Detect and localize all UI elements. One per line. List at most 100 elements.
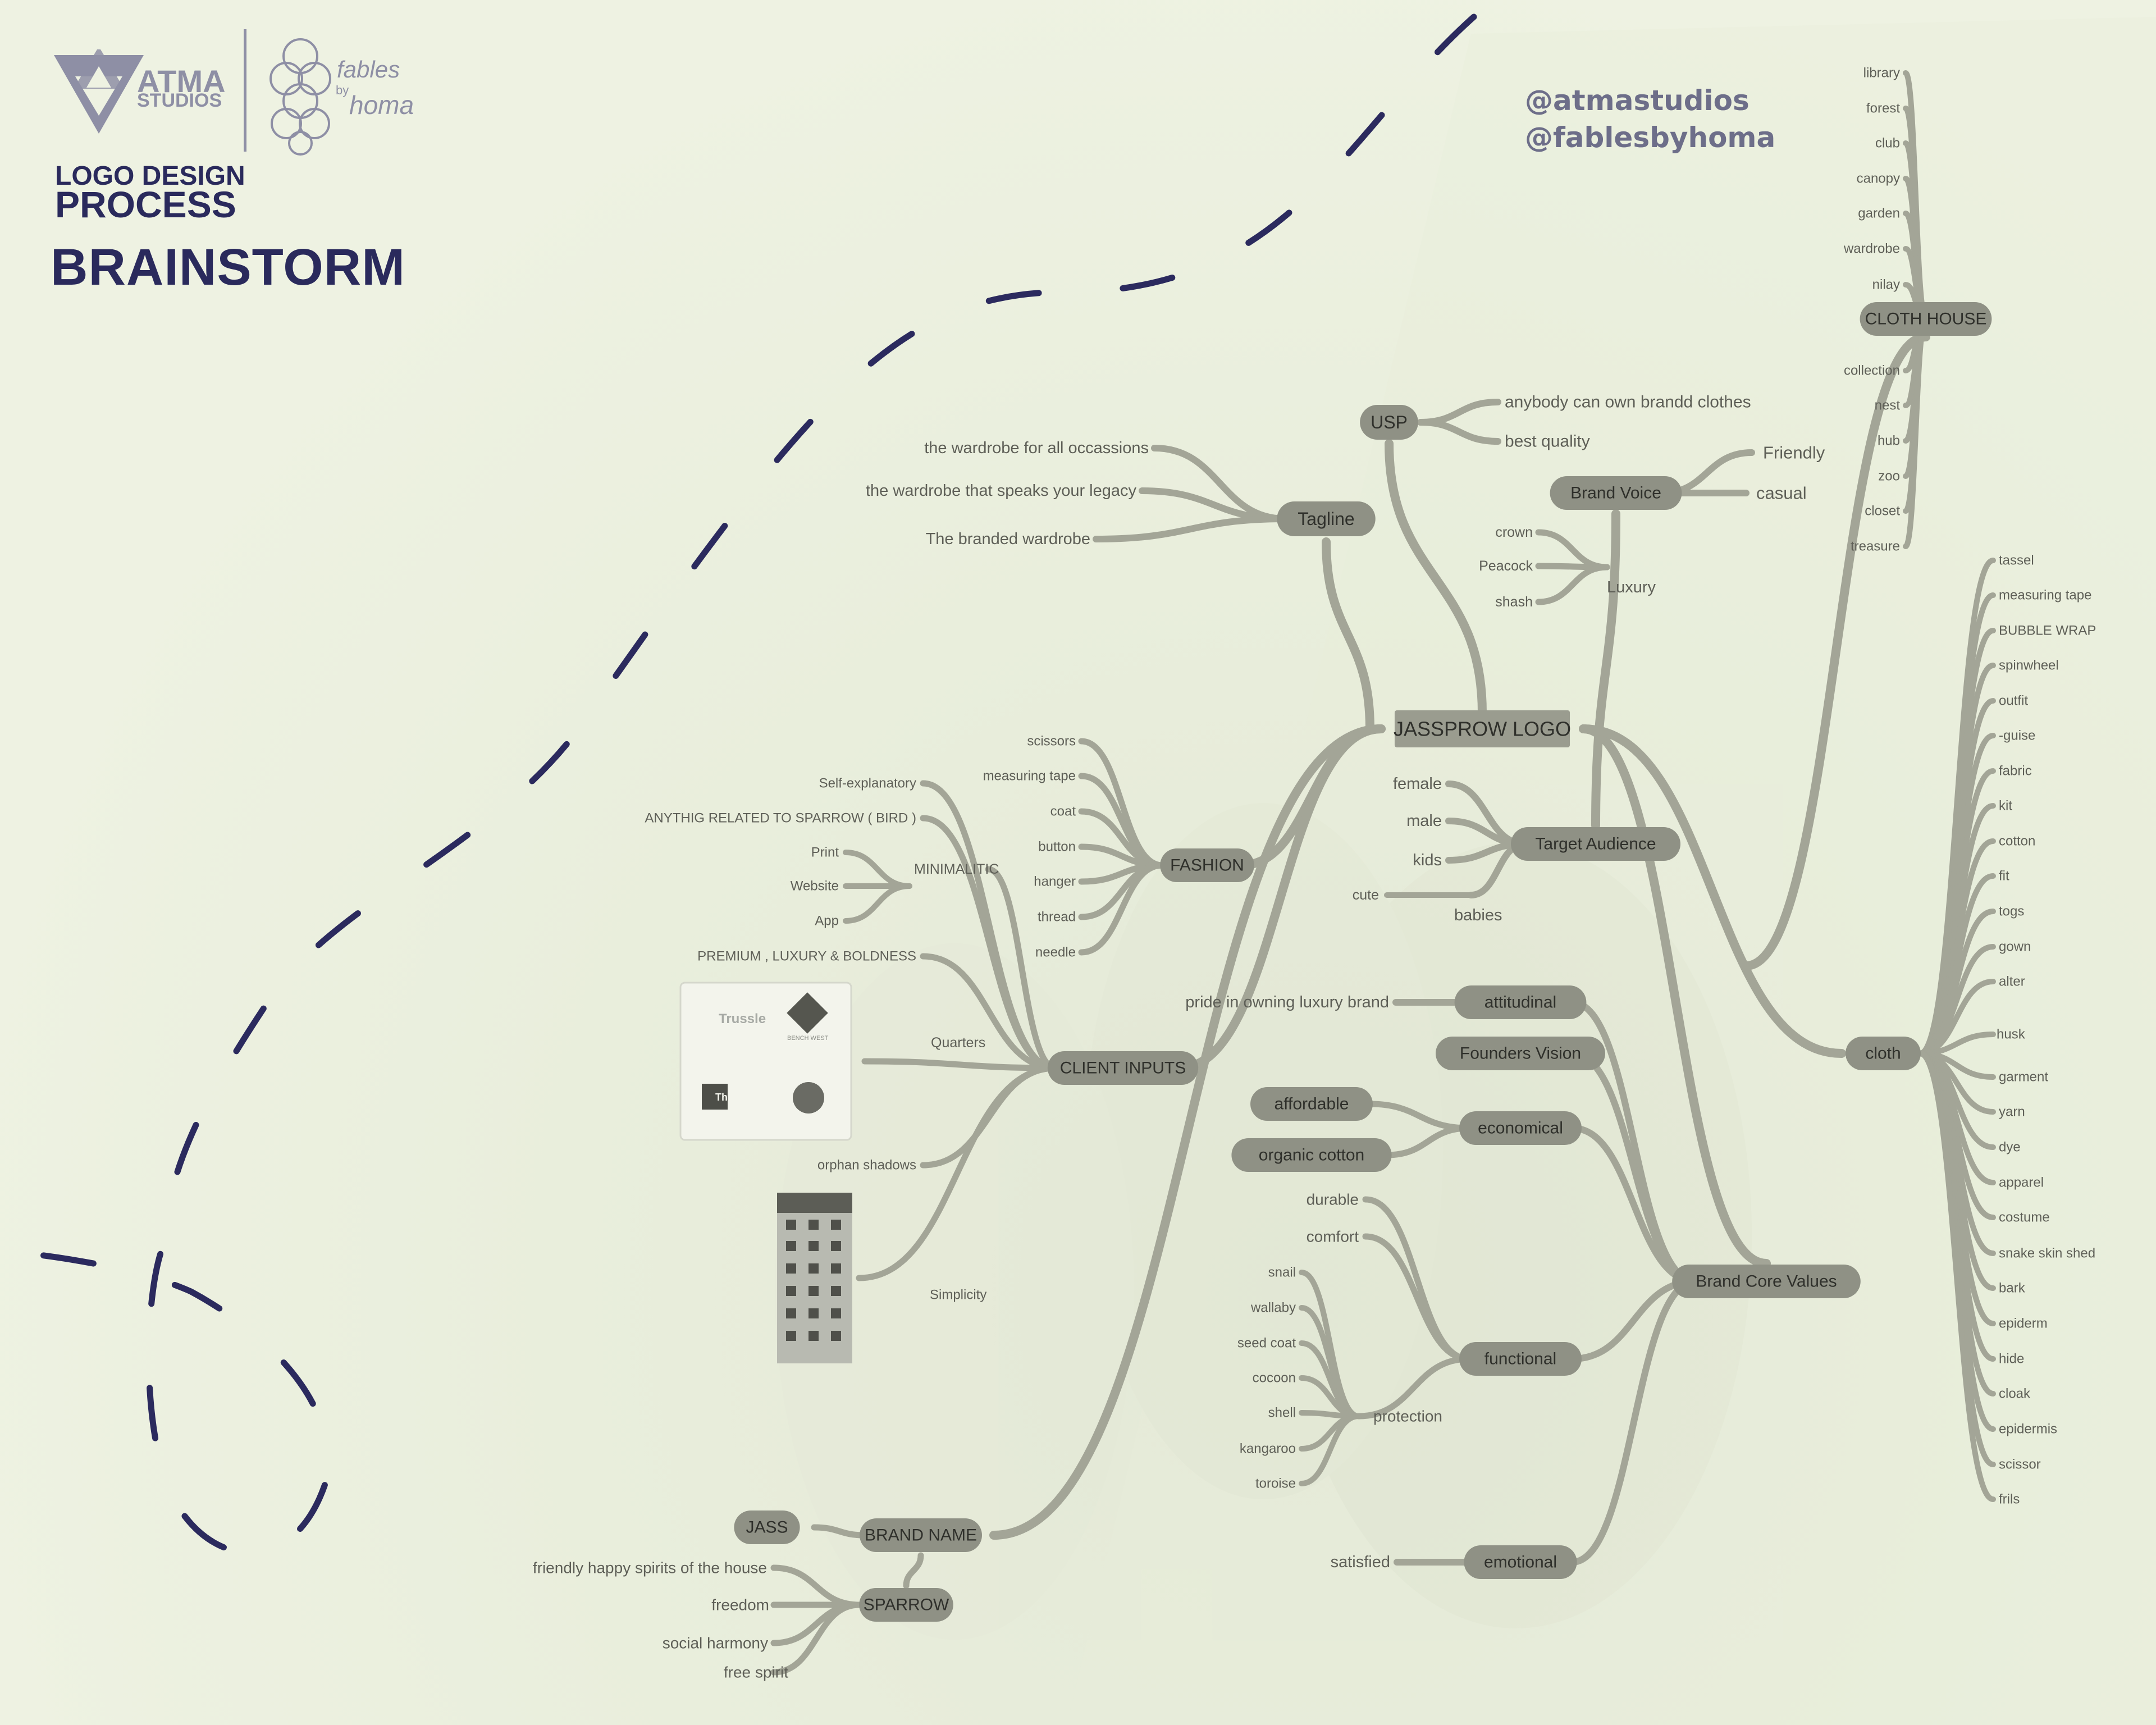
node-usp[interactable]: USP — [1360, 405, 1418, 440]
node-p4[interactable]: cocoon — [1253, 1371, 1296, 1386]
node-founders[interactable]: Founders Vision — [1436, 1037, 1605, 1070]
node-voice2[interactable]: casual — [1756, 483, 1807, 503]
node-voice[interactable]: Brand Voice — [1550, 476, 1682, 510]
handle-atmastudios[interactable]: @atmastudios — [1525, 84, 1750, 117]
node-h5[interactable]: garden — [1858, 206, 1900, 221]
node-tag1[interactable]: the wardrobe for all occassions — [924, 439, 1149, 457]
node-c6[interactable]: orphan shadows — [817, 1158, 916, 1173]
node-usp2[interactable]: best quality — [1505, 432, 1590, 451]
node-w8[interactable]: kit — [1999, 798, 2012, 814]
node-h6[interactable]: wardrobe — [1843, 241, 1900, 257]
node-w6[interactable]: -guise — [1999, 728, 2035, 743]
node-c1[interactable]: Self-explanatory — [819, 776, 916, 791]
node-sp4[interactable]: free spirit — [724, 1664, 788, 1681]
node-tagline[interactable]: Tagline — [1277, 501, 1376, 536]
node-w23[interactable]: hide — [1999, 1352, 2024, 1367]
node-c3c[interactable]: App — [815, 914, 839, 929]
node-h7[interactable]: nilay — [1872, 277, 1900, 293]
node-w13[interactable]: alter — [1999, 974, 2025, 989]
node-aud1[interactable]: female — [1393, 775, 1442, 793]
node-w2[interactable]: measuring tape — [1999, 588, 2091, 603]
node-w15[interactable]: garment — [1999, 1070, 2048, 1085]
node-h2[interactable]: forest — [1866, 101, 1900, 116]
node-values[interactable]: Brand Core Values — [1672, 1265, 1861, 1298]
node-fashion[interactable]: FASHION — [1160, 848, 1254, 882]
node-fn2[interactable]: comfort — [1307, 1228, 1359, 1245]
node-p5[interactable]: shell — [1268, 1405, 1296, 1421]
node-w25[interactable]: epidermis — [1999, 1422, 2057, 1437]
node-h4[interactable]: canopy — [1857, 171, 1900, 186]
node-f6[interactable]: thread — [1038, 910, 1076, 925]
node-c3b[interactable]: Website — [791, 879, 839, 894]
node-eco1[interactable]: affordable — [1250, 1087, 1373, 1121]
node-c2[interactable]: ANYTHIG RELATED TO SPARROW ( BIRD ) — [645, 811, 916, 826]
node-w1[interactable]: tassel — [1999, 553, 2034, 568]
node-f3[interactable]: coat — [1050, 804, 1076, 819]
node-h10[interactable]: hub — [1878, 433, 1900, 449]
node-p1[interactable]: snail — [1268, 1265, 1296, 1280]
node-w7[interactable]: fabric — [1999, 764, 2032, 779]
node-w18[interactable]: apparel — [1999, 1175, 2044, 1190]
node-w11[interactable]: togs — [1999, 904, 2024, 919]
node-h11[interactable]: zoo — [1878, 469, 1900, 484]
node-func[interactable]: functional — [1459, 1342, 1582, 1376]
node-aud3[interactable]: kids — [1413, 851, 1442, 869]
node-w26[interactable]: scissor — [1999, 1457, 2041, 1472]
node-w24[interactable]: cloak — [1999, 1386, 2031, 1402]
node-w14[interactable]: husk — [1997, 1027, 2026, 1042]
node-w19[interactable]: costume — [1999, 1210, 2050, 1225]
node-w4[interactable]: spinwheel — [1999, 658, 2059, 673]
node-sp3[interactable]: social harmony — [663, 1635, 768, 1652]
node-f2[interactable]: measuring tape — [983, 769, 1076, 784]
node-emo[interactable]: emotional — [1464, 1545, 1577, 1579]
node-eco[interactable]: economical — [1459, 1111, 1582, 1145]
node-f4[interactable]: button — [1038, 839, 1076, 855]
node-w3[interactable]: BUBBLE WRAP — [1999, 623, 2096, 638]
node-h12[interactable]: closet — [1865, 504, 1900, 519]
node-eco2[interactable]: organic cotton — [1231, 1138, 1392, 1172]
node-jass[interactable]: JASS — [734, 1510, 800, 1544]
node-f1[interactable]: scissors — [1027, 734, 1076, 749]
node-house[interactable]: CLOTH HOUSE — [1860, 302, 1992, 336]
node-usp1[interactable]: anybody can own brandd clothes — [1505, 393, 1751, 412]
node-p7[interactable]: toroise — [1255, 1476, 1296, 1491]
node-w22[interactable]: epiderm — [1999, 1316, 2048, 1331]
node-h1[interactable]: library — [1863, 66, 1900, 81]
node-w16[interactable]: yarn — [1999, 1105, 2025, 1120]
node-w21[interactable]: bark — [1999, 1281, 2026, 1296]
node-p3[interactable]: seed coat — [1237, 1336, 1296, 1351]
node-w9[interactable]: cotton — [1999, 834, 2035, 849]
node-aud5[interactable]: cute — [1353, 887, 1379, 903]
node-w27[interactable]: frils — [1999, 1492, 2020, 1507]
node-h3[interactable]: club — [1875, 136, 1900, 151]
node-c3a[interactable]: Print — [811, 845, 839, 860]
node-f5[interactable]: hanger — [1034, 874, 1076, 889]
node-c3[interactable]: MINIMALITIC — [914, 861, 999, 877]
node-prot[interactable]: protection — [1373, 1408, 1442, 1425]
node-lux1[interactable]: crown — [1495, 524, 1533, 540]
node-c7[interactable]: Simplicity — [930, 1288, 986, 1303]
node-att[interactable]: attitudinal — [1454, 985, 1587, 1019]
node-voice1[interactable]: Friendly — [1763, 443, 1825, 463]
node-w12[interactable]: gown — [1999, 939, 2031, 955]
node-brandname[interactable]: BRAND NAME — [860, 1518, 982, 1552]
node-w17[interactable]: dye — [1999, 1140, 2021, 1155]
node-h13[interactable]: treasure — [1851, 539, 1900, 554]
node-sp2[interactable]: freedom — [711, 1596, 769, 1614]
node-w5[interactable]: outfit — [1999, 693, 2028, 709]
node-c4[interactable]: PREMIUM , LUXURY & BOLDNESS — [697, 949, 916, 964]
node-f7[interactable]: needle — [1035, 945, 1076, 960]
node-h9[interactable]: nest — [1875, 398, 1901, 413]
node-h8[interactable]: collection — [1844, 363, 1900, 378]
node-root[interactable]: JASSPROW LOGO — [1394, 710, 1571, 747]
node-aud2[interactable]: male — [1406, 812, 1442, 830]
node-luxury[interactable]: Luxury — [1607, 578, 1656, 596]
node-client[interactable]: CLIENT INPUTS — [1047, 1051, 1199, 1085]
node-w10[interactable]: fit — [1999, 869, 2009, 884]
node-w20[interactable]: snake skin shed — [1999, 1246, 2095, 1261]
node-sparrow[interactable]: SPARROW — [859, 1588, 953, 1622]
node-fn1[interactable]: durable — [1307, 1191, 1359, 1208]
node-tag2[interactable]: the wardrobe that speaks your legacy — [866, 482, 1136, 500]
node-sp1[interactable]: friendly happy spirits of the house — [533, 1559, 767, 1577]
